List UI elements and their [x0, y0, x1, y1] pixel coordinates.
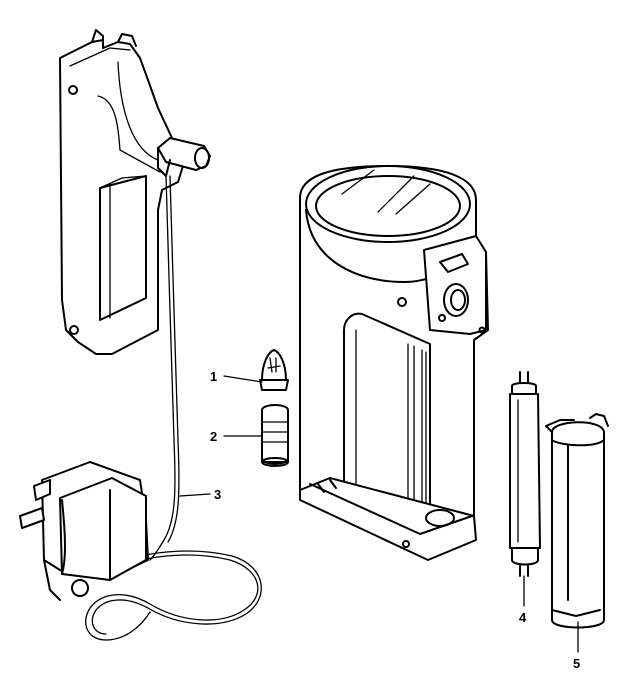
- power-cable: [85, 175, 262, 641]
- callout-3-label: 3: [214, 487, 221, 502]
- callout-3-leader: [179, 493, 211, 497]
- callout-1-label: 1: [210, 369, 217, 384]
- tube-cover-part: [545, 413, 609, 629]
- wall-bracket: [59, 29, 211, 355]
- lamp-housing: [299, 165, 489, 561]
- fluorescent-tube-part: [509, 371, 541, 577]
- callout-5-label: 5: [573, 656, 580, 671]
- plug-transformer: [19, 461, 149, 601]
- callout-2-label: 2: [210, 429, 217, 444]
- bulb-holder-part: [261, 404, 289, 467]
- bulb-part: [259, 349, 289, 391]
- callout-1-leader: [223, 375, 263, 383]
- callout-4-label: 4: [519, 610, 527, 625]
